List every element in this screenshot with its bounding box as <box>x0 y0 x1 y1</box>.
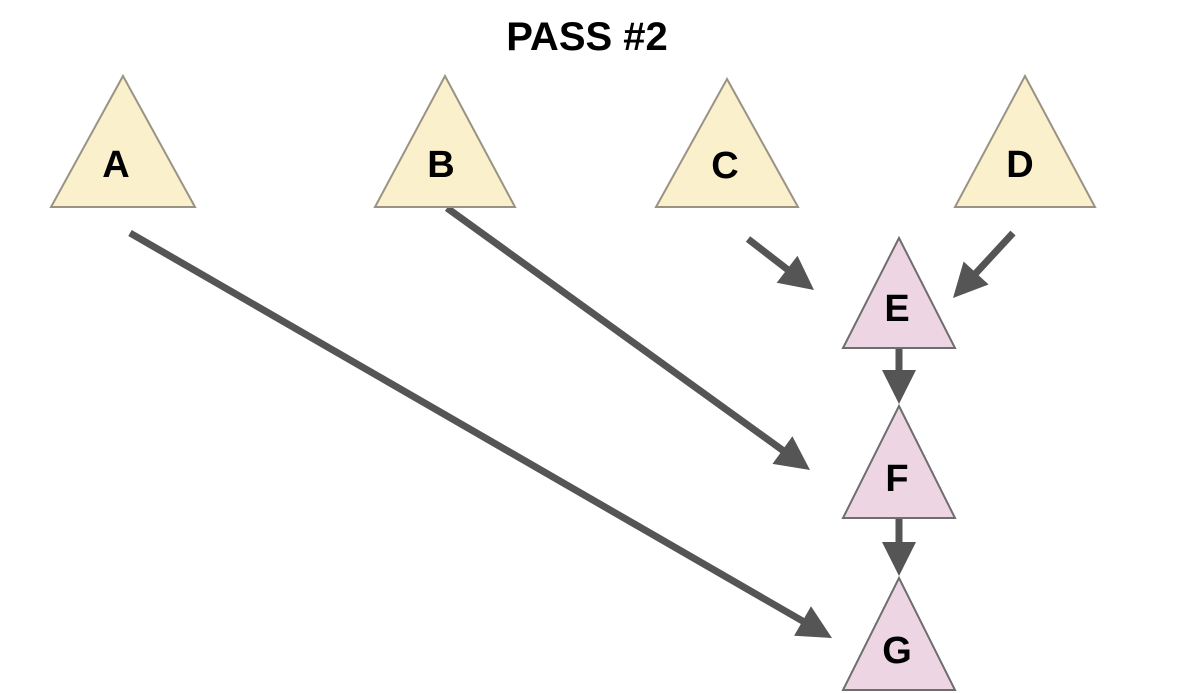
edge-line <box>969 230 1016 280</box>
triangle-shape[interactable] <box>841 403 957 519</box>
arrow-head-icon <box>953 261 989 298</box>
node-label: F <box>885 458 908 500</box>
edge-b-f <box>444 205 810 470</box>
node-b[interactable]: B <box>373 73 517 208</box>
node-label: A <box>102 144 129 186</box>
node-f[interactable]: F <box>841 403 957 519</box>
edge-e-f <box>882 348 916 404</box>
triangle-shape[interactable] <box>953 73 1097 208</box>
triangle-shape[interactable] <box>373 73 517 208</box>
edge-c-e <box>745 236 814 290</box>
node-a[interactable]: A <box>49 73 197 208</box>
arrow-head-icon <box>794 606 832 638</box>
edge-line <box>128 229 810 628</box>
arrow-head-icon <box>772 436 810 470</box>
node-label: C <box>711 145 738 187</box>
arrow-head-icon <box>776 255 814 290</box>
edges-layer <box>128 205 1016 638</box>
triangle-shape[interactable] <box>49 73 197 208</box>
page-title: PASS #2 <box>506 15 668 59</box>
node-g[interactable]: G <box>841 575 957 691</box>
edge-line <box>444 205 790 457</box>
node-c[interactable]: C <box>654 76 800 208</box>
node-label: G <box>882 630 912 672</box>
arrow-head-icon <box>882 370 916 404</box>
node-e[interactable]: E <box>841 235 957 349</box>
edge-line <box>745 236 794 276</box>
nodes-layer: A B C D E F G <box>49 73 1097 691</box>
edge-f-g <box>882 518 916 576</box>
triangle-shape[interactable] <box>841 575 957 691</box>
node-label: B <box>427 144 454 186</box>
arrow-head-icon <box>882 542 916 576</box>
triangle-shape[interactable] <box>841 235 957 349</box>
triangle-shape[interactable] <box>654 76 800 208</box>
node-d[interactable]: D <box>953 73 1097 208</box>
edge-a-g <box>128 229 832 638</box>
node-label: D <box>1006 144 1033 186</box>
edge-d-e <box>953 230 1016 298</box>
node-label: E <box>884 288 909 330</box>
